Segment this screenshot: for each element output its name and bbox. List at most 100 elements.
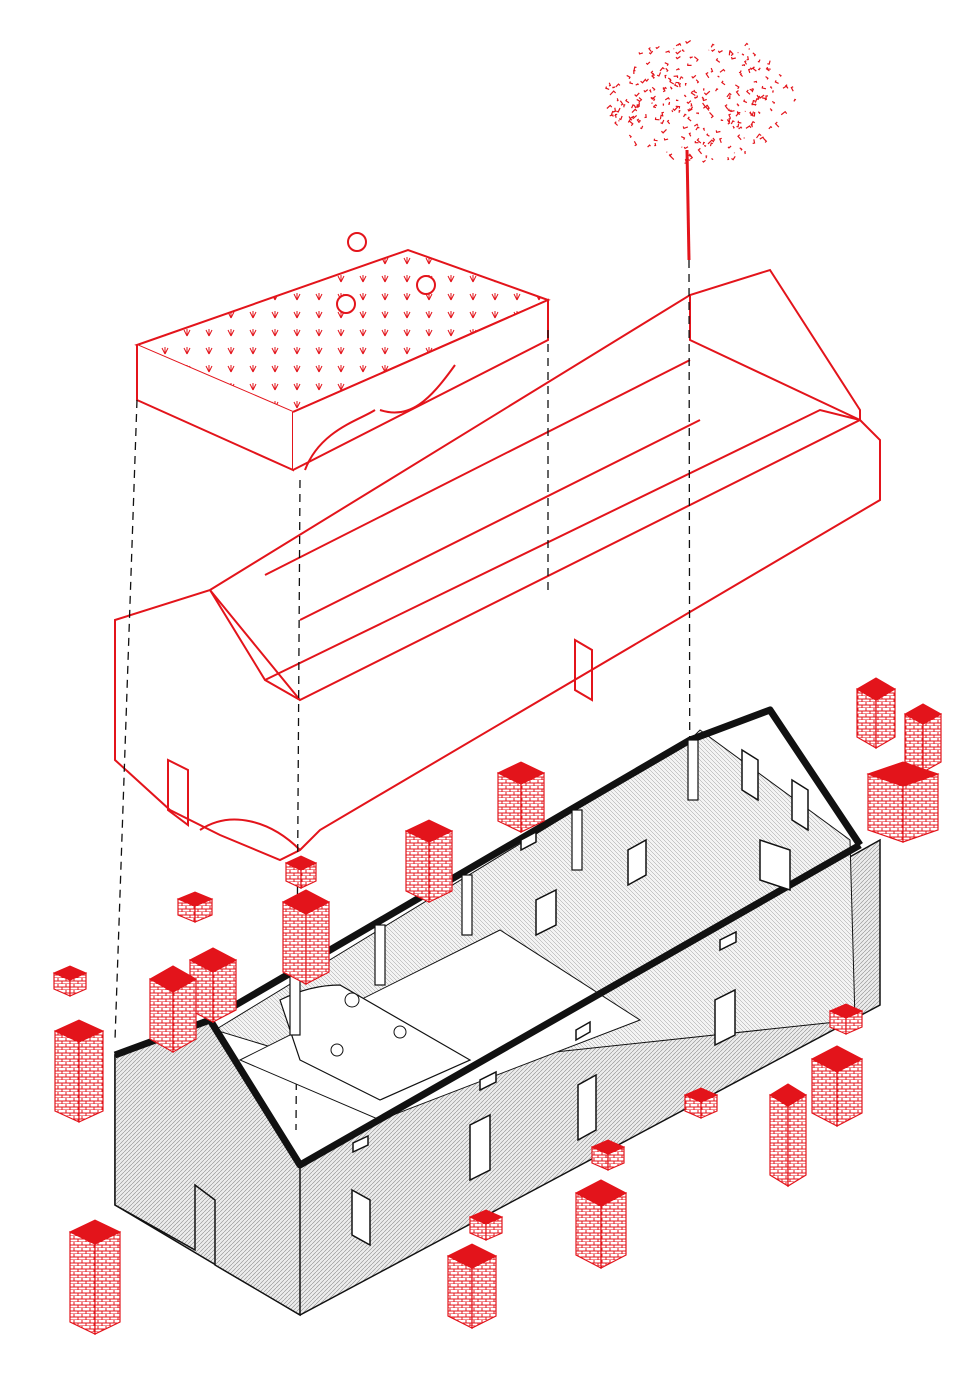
leaf-mark — [686, 100, 692, 105]
leaf-mark — [613, 107, 617, 113]
leaf-mark — [715, 88, 719, 92]
leaf-mark — [605, 86, 610, 90]
leaf-mark — [681, 49, 685, 53]
leaf-mark — [645, 78, 649, 82]
leaf-mark — [746, 89, 751, 95]
leaf-mark — [675, 105, 681, 109]
leaf-mark — [638, 97, 643, 102]
leaf-mark — [645, 61, 651, 66]
leaf-mark — [673, 75, 679, 79]
leaf-mark — [749, 111, 753, 115]
leaf-mark — [651, 86, 656, 91]
leaf-mark — [648, 50, 654, 55]
leaf-mark — [728, 118, 731, 123]
leaf-mark — [690, 103, 693, 107]
leaf-mark — [710, 43, 715, 48]
leaf-mark — [754, 103, 757, 106]
brick-block-icon — [683, 1087, 719, 1119]
leaf-mark — [615, 83, 621, 88]
leaf-mark — [672, 106, 679, 112]
leaf-mark — [765, 67, 770, 72]
leaf-mark — [743, 99, 748, 104]
leaf-mark — [727, 157, 730, 161]
leaf-mark — [610, 110, 615, 116]
leaf-mark — [612, 86, 616, 89]
leaf-mark — [628, 120, 634, 127]
leaf-mark — [636, 104, 639, 109]
leaf-mark — [771, 100, 776, 104]
leaf-mark — [682, 126, 689, 130]
leaf-mark — [687, 154, 691, 157]
leaf-mark — [653, 105, 657, 109]
leaf-mark — [695, 126, 700, 131]
leaf-mark — [768, 125, 773, 130]
leaf-mark — [697, 147, 703, 155]
leaf-mark — [705, 71, 710, 79]
leaf-mark — [609, 114, 614, 117]
leaf-mark — [667, 77, 672, 81]
brick-block-icon — [828, 1003, 864, 1035]
leaf-mark — [606, 104, 613, 109]
leaf-mark — [765, 76, 769, 80]
leaf-mark — [715, 130, 721, 134]
leaf-mark — [663, 138, 669, 141]
leaf-mark — [686, 156, 689, 161]
leaf-mark — [696, 112, 699, 115]
leaf-mark — [675, 50, 682, 55]
leaf-mark — [616, 98, 619, 102]
leaf-mark — [744, 60, 748, 65]
leaf-mark — [724, 104, 729, 110]
leaf-mark — [784, 84, 789, 89]
leaf-mark — [739, 147, 743, 151]
leaf-mark — [637, 102, 640, 107]
leaf-mark — [744, 151, 746, 155]
leaf-mark — [643, 89, 649, 93]
leaf-mark — [712, 137, 716, 142]
brick-block-icon — [284, 855, 318, 889]
leaf-mark — [707, 139, 715, 145]
leaf-mark — [752, 52, 757, 57]
brick-block-icon — [53, 1019, 105, 1123]
leaf-mark — [769, 108, 773, 112]
leaf-mark — [702, 127, 706, 131]
leaf-mark — [702, 102, 707, 109]
leaf-mark — [757, 59, 761, 63]
leaf-mark — [693, 56, 699, 62]
leaf-mark — [675, 55, 681, 60]
leaf-mark — [633, 66, 637, 71]
brick-block-icon — [68, 1219, 122, 1335]
leaf-mark — [629, 81, 634, 85]
leaf-mark — [720, 119, 724, 121]
leaf-mark — [675, 99, 679, 102]
leaf-mark — [636, 118, 640, 124]
leaf-mark — [666, 119, 671, 125]
brick-block-icon — [496, 761, 546, 833]
leaf-mark — [727, 108, 732, 113]
leaf-mark — [741, 64, 746, 67]
leaf-mark — [696, 137, 702, 144]
leaf-mark — [761, 85, 767, 90]
leaf-mark — [732, 125, 735, 129]
leaf-mark — [649, 89, 652, 93]
brick-block-icon — [468, 1209, 504, 1241]
brick-block-icon — [574, 1179, 628, 1269]
brick-blocks — [52, 677, 943, 1335]
leaf-mark — [745, 125, 752, 129]
leaf-mark — [741, 53, 745, 56]
leaf-mark — [619, 100, 624, 106]
leaf-mark — [702, 141, 705, 145]
brick-block-icon — [404, 819, 454, 903]
leaf-mark — [679, 76, 683, 80]
leaf-mark — [759, 136, 765, 140]
leaf-mark — [648, 47, 652, 52]
brick-block-icon — [769, 1083, 807, 1188]
leaf-mark — [693, 123, 699, 127]
leaf-mark — [752, 139, 756, 145]
leaf-mark — [633, 70, 636, 74]
leaf-mark — [774, 121, 780, 128]
leaf-mark — [660, 129, 667, 134]
leaf-mark — [730, 109, 735, 113]
leaf-mark — [736, 111, 741, 114]
leaf-mark — [769, 86, 773, 89]
